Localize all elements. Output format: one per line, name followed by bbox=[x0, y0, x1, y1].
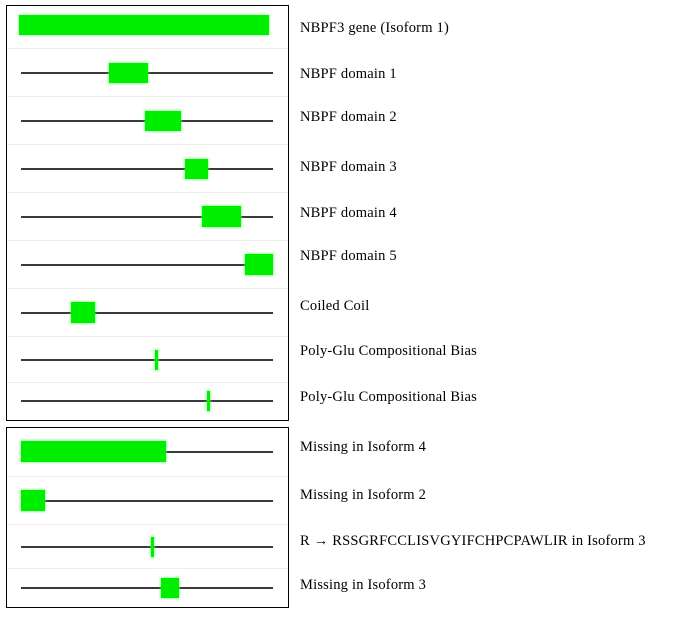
feature-label-nbpf-domain-5: NBPF domain 5 bbox=[300, 248, 397, 264]
feature-box[interactable] bbox=[161, 578, 179, 598]
track-row[interactable] bbox=[7, 382, 288, 420]
isoforms-panel bbox=[6, 427, 289, 608]
feature-label-isoform1: NBPF3 gene (Isoform 1) bbox=[300, 20, 449, 36]
track-row[interactable] bbox=[7, 192, 288, 240]
feature-box[interactable] bbox=[202, 206, 241, 227]
feature-axis-line bbox=[21, 312, 273, 314]
feature-box[interactable] bbox=[245, 254, 273, 275]
feature-box[interactable] bbox=[145, 111, 181, 131]
feature-axis-line bbox=[21, 546, 273, 548]
track-row[interactable] bbox=[7, 568, 288, 606]
feature-axis-line bbox=[21, 500, 273, 502]
feature-label-coiled-coil: Coiled Coil bbox=[300, 298, 370, 314]
feature-label-missing-isoform-4: Missing in Isoform 4 bbox=[300, 439, 427, 455]
feature-axis-line bbox=[21, 168, 273, 170]
feature-box[interactable] bbox=[109, 63, 148, 83]
feature-box[interactable] bbox=[185, 159, 208, 179]
track-row[interactable] bbox=[7, 48, 288, 96]
feature-label-nbpf-domain-4: NBPF domain 4 bbox=[300, 205, 397, 221]
feature-label-poly-glu-2: Poly-Glu Compositional Bias bbox=[300, 389, 477, 405]
feature-tick[interactable] bbox=[155, 350, 158, 370]
feature-axis-line bbox=[21, 216, 273, 218]
feature-tick[interactable] bbox=[151, 537, 154, 557]
feature-label-poly-glu-1: Poly-Glu Compositional Bias bbox=[300, 343, 477, 359]
feature-box[interactable] bbox=[71, 302, 95, 323]
track-row[interactable] bbox=[7, 240, 288, 288]
feature-axis-line bbox=[21, 400, 273, 402]
feature-label-variant-isoform-3: R → RSSGRFCCLISVGYIFCHPCPAWLIR in Isofor… bbox=[300, 533, 646, 549]
feature-axis-line bbox=[21, 587, 273, 589]
track-row[interactable] bbox=[7, 524, 288, 568]
feature-full-bar[interactable] bbox=[19, 15, 269, 35]
feature-tick[interactable] bbox=[207, 391, 210, 411]
feature-box[interactable] bbox=[21, 490, 45, 511]
feature-label-missing-isoform-2: Missing in Isoform 2 bbox=[300, 487, 427, 503]
track-row[interactable] bbox=[7, 476, 288, 524]
feature-label-nbpf-domain-1: NBPF domain 1 bbox=[300, 66, 397, 82]
track-row[interactable] bbox=[7, 144, 288, 192]
track-row[interactable] bbox=[7, 96, 288, 144]
track-row[interactable] bbox=[7, 428, 288, 476]
track-row[interactable] bbox=[7, 288, 288, 336]
feature-label-nbpf-domain-2: NBPF domain 2 bbox=[300, 109, 397, 125]
feature-label-missing-isoform-3: Missing in Isoform 3 bbox=[300, 577, 427, 593]
feature-axis-line bbox=[21, 264, 273, 266]
domains-panel bbox=[6, 5, 289, 421]
feature-axis-line bbox=[21, 359, 273, 361]
track-row[interactable] bbox=[7, 6, 288, 48]
feature-box[interactable] bbox=[21, 441, 166, 462]
feature-label-nbpf-domain-3: NBPF domain 3 bbox=[300, 159, 397, 175]
track-row[interactable] bbox=[7, 336, 288, 382]
